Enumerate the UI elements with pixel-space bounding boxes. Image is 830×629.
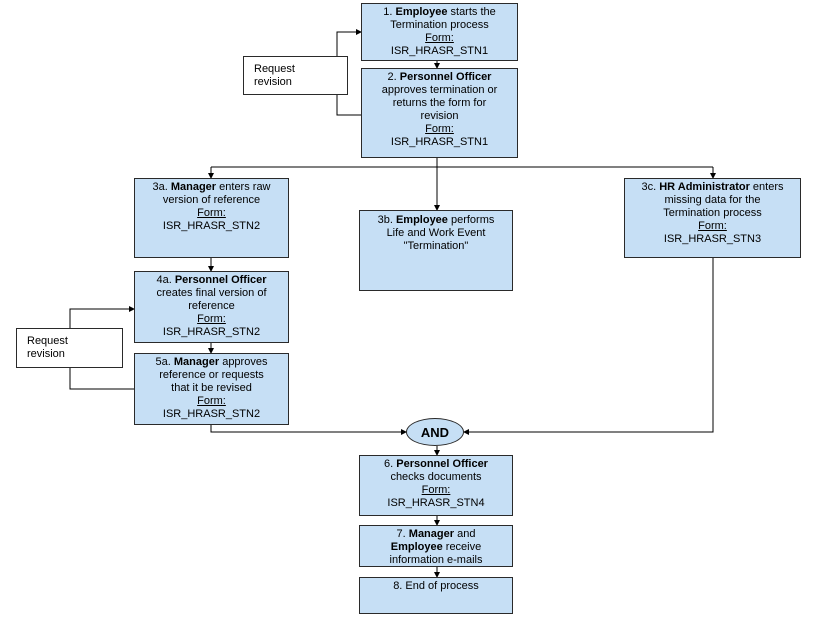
step-3a-form-label: Form: bbox=[197, 207, 226, 219]
step-8-box: 8. End of process bbox=[359, 577, 513, 614]
step-3a-box: 3a. Manager enters raw version of refere… bbox=[134, 178, 289, 258]
step-5a-title: 5a. Manager approves bbox=[155, 356, 268, 368]
step-4a-box: 4a. Personnel Officer creates final vers… bbox=[134, 271, 289, 343]
step-6-form-label: Form: bbox=[421, 484, 451, 496]
step-4a-form-id: ISR_HRASR_STN2 bbox=[162, 326, 261, 338]
step-3b-box: 3b. Employee performs Life and Work Even… bbox=[359, 210, 513, 291]
and-gateway: AND bbox=[406, 418, 464, 446]
step-1-title: 1. Employee starts the bbox=[383, 6, 496, 18]
connector-5a-to-and bbox=[210, 425, 407, 435]
step-2-form-label: Form: bbox=[425, 123, 454, 135]
step-2-box: 2. Personnel Officer approves terminatio… bbox=[361, 68, 518, 158]
step-1-form-label: Form: bbox=[425, 32, 454, 44]
step-3a-title: 3a. Manager enters raw bbox=[152, 181, 271, 193]
step-2-form-id: ISR_HRASR_STN1 bbox=[390, 136, 489, 148]
step-6-form-id: ISR_HRASR_STN4 bbox=[387, 497, 485, 509]
step-2-title: 2. Personnel Officer bbox=[387, 71, 492, 83]
step-8-text: 8. End of process bbox=[393, 580, 479, 592]
step-3b-title: 3b. Employee performs bbox=[377, 214, 495, 226]
step-1-form-id: ISR_HRASR_STN1 bbox=[390, 45, 489, 57]
step-3c-form-label: Form: bbox=[698, 220, 727, 232]
step-4a-form-label: Form: bbox=[197, 313, 226, 325]
step-5a-form-id: ISR_HRASR_STN2 bbox=[162, 408, 261, 420]
step-3c-box: 3c. HR Administrator enters missing data… bbox=[624, 178, 801, 258]
step-4a-title: 4a. Personnel Officer bbox=[156, 274, 267, 286]
step-6-box: 6. Personnel Officer checks documents Fo… bbox=[359, 455, 513, 516]
step-3c-form-id: ISR_HRASR_STN3 bbox=[663, 233, 762, 245]
step-3a-form-id: ISR_HRASR_STN2 bbox=[162, 220, 261, 232]
step-5a-box: 5a. Manager approves reference or reques… bbox=[134, 353, 289, 425]
step-3c-title: 3c. HR Administrator enters bbox=[641, 181, 784, 193]
revision-note-top: Request revision bbox=[243, 56, 348, 95]
step-7-title: 7. Manager and bbox=[396, 528, 476, 540]
step-1-box: 1. Employee starts the Termination proce… bbox=[361, 3, 518, 61]
step-5a-form-label: Form: bbox=[197, 395, 226, 407]
revision-note-left: Request revision bbox=[16, 328, 123, 368]
step-7-box: 7. Manager and Employee receive informat… bbox=[359, 525, 513, 567]
step-1-text: Termination process bbox=[390, 19, 489, 31]
step-6-title: 6. Personnel Officer bbox=[384, 458, 488, 470]
connector-3c-to-and bbox=[463, 258, 714, 435]
